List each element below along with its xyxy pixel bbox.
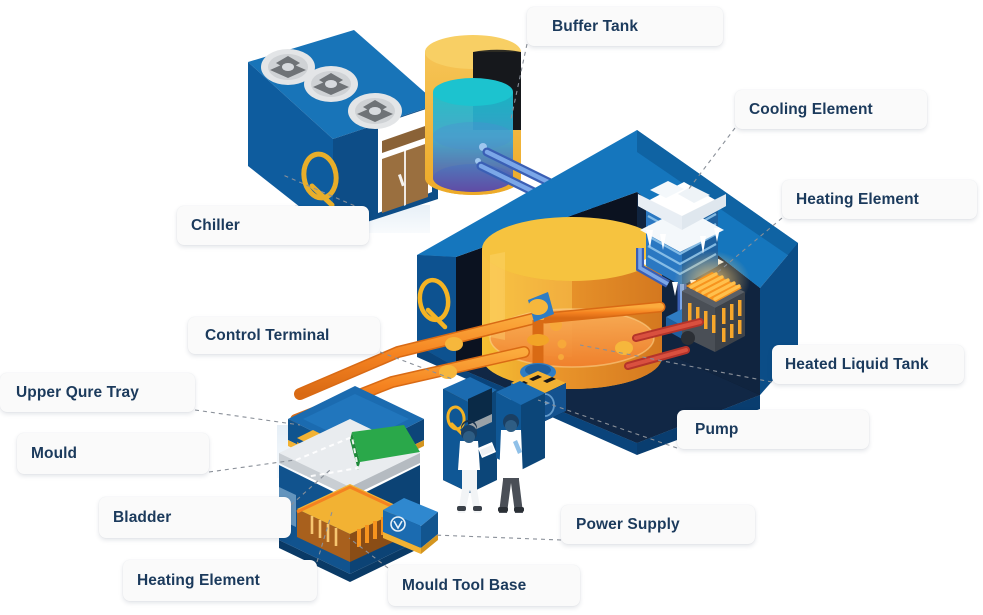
label-text: Buffer Tank: [552, 17, 639, 35]
label-text: Control Terminal: [205, 326, 330, 344]
mould-stack: [277, 386, 424, 582]
label-text: Power Supply: [576, 515, 680, 533]
brand-logo-terminal: [446, 405, 466, 436]
label-text: Heating Element: [137, 571, 260, 589]
label-control-terminal[interactable]: Control Terminal: [188, 317, 380, 354]
label-chiller[interactable]: Chiller: [177, 206, 369, 245]
label-text: Pump: [695, 420, 739, 438]
chiller-unit: [248, 30, 438, 233]
label-text: Mould Tool Base: [402, 576, 527, 594]
leader-lines: [194, 43, 783, 569]
label-text: Mould: [31, 444, 78, 462]
power-icon: [390, 516, 406, 532]
label-text: Cooling Element: [749, 100, 873, 118]
buffer-tank-unit: [425, 35, 521, 195]
label-mould-tool-base[interactable]: Mould Tool Base: [388, 565, 580, 606]
chiller-fans: [261, 49, 402, 129]
operator-right: [498, 414, 524, 513]
label-heating-element-mould[interactable]: Heating Element: [123, 560, 317, 601]
label-text: Chiller: [191, 216, 240, 234]
label-power-supply[interactable]: Power Supply: [561, 505, 755, 544]
label-cooling-element[interactable]: Cooling Element: [735, 90, 927, 129]
label-text: Upper Qure Tray: [16, 383, 139, 401]
label-heated-liquid-tank[interactable]: Heated Liquid Tank: [772, 345, 964, 384]
control-terminal-unit: [443, 377, 545, 513]
pipe-flanges: [439, 292, 633, 379]
label-pump[interactable]: Pump: [677, 410, 869, 449]
label-heating-element-main[interactable]: Heating Element: [782, 180, 977, 219]
label-text: Bladder: [113, 508, 172, 526]
bladder-part: [295, 425, 420, 479]
label-buffer-tank[interactable]: Buffer Tank: [527, 7, 723, 46]
label-upper-qure-tray[interactable]: Upper Qure Tray: [0, 373, 195, 412]
brand-logo-enclosure: [417, 277, 451, 330]
label-text: Heating Element: [796, 190, 919, 208]
label-bladder[interactable]: Bladder: [99, 497, 291, 538]
label-mould[interactable]: Mould: [17, 433, 209, 474]
chiller-door: [378, 107, 432, 213]
operator-left: [457, 420, 496, 513]
heating-element-unit: [624, 251, 750, 370]
power-supply-unit: [383, 498, 438, 554]
label-text: Heated Liquid Tank: [785, 355, 929, 373]
